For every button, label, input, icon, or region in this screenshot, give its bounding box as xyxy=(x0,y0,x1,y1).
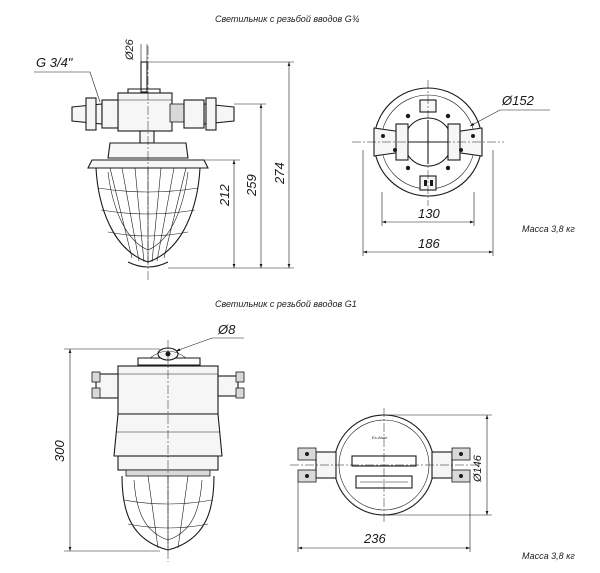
thread-label-g34: G 3/4" xyxy=(36,55,74,70)
manufacturer-logo: Ex-Atom xyxy=(372,435,388,440)
dim-300: 300 xyxy=(52,440,67,462)
dim-d26: Ø26 xyxy=(124,38,136,61)
dim-212: 212 xyxy=(217,184,232,207)
dim-186: 186 xyxy=(418,236,440,251)
dim-d146: Ø146 xyxy=(472,454,484,483)
suspension-lug xyxy=(140,61,148,93)
mass-top: Масса 3,8 кг xyxy=(522,224,575,234)
junction-box xyxy=(117,92,173,132)
bottom-plan-view: Ex-Atom Ø146 236 xyxy=(290,408,492,552)
dim-236: 236 xyxy=(363,531,386,546)
dim-130: 130 xyxy=(418,206,440,221)
bottom-side-view: Ø8 300 xyxy=(52,322,245,562)
dim-d152: Ø152 xyxy=(501,93,535,108)
bottom-section-title: Светильник с резьбой вводов G1 xyxy=(215,299,357,309)
top-plan-view: Ø152 130 186 xyxy=(352,80,550,256)
dim-259: 259 xyxy=(244,174,259,197)
top-side-view: G 3/4" Ø26 212 259 274 xyxy=(34,38,294,282)
mass-bottom: Масса 3,8 кг xyxy=(522,551,575,561)
top-section-title: Светильник с резьбой вводов G¾ xyxy=(215,14,360,24)
dim-274: 274 xyxy=(272,162,287,185)
svg-text:Ex-Atom: Ex-Atom xyxy=(372,435,388,440)
dim-d8: Ø8 xyxy=(217,322,236,337)
